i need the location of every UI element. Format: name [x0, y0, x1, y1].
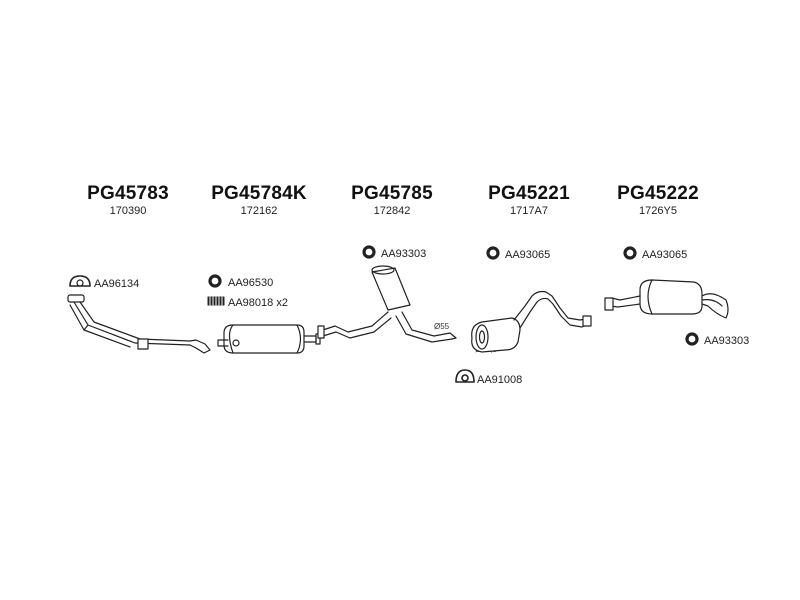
clamp-icon-aa91008	[455, 369, 475, 383]
part-code-1: PG45783	[87, 183, 169, 204]
part-number-1: 170390	[109, 205, 147, 217]
accessory-label-aa91008: AA91008	[477, 374, 523, 386]
ring-icon-aa96530	[208, 274, 222, 288]
accessory-label-aa96530: AA96530	[228, 277, 274, 289]
part-number-3: 172842	[373, 205, 411, 217]
part-code-3: PG45785	[351, 183, 433, 204]
part-number-5: 1726Y5	[639, 205, 677, 217]
accessory-label-aa93303-top: AA93303	[381, 248, 427, 260]
center-silencer-drawing	[217, 324, 321, 354]
part-code-5: PG45222	[617, 183, 699, 204]
part-number-4: 1717A7	[510, 205, 548, 217]
gasket-icon-aa96134	[69, 275, 91, 287]
rear-silencer-end-drawing	[604, 279, 729, 319]
part-code-4: PG45221	[488, 183, 570, 204]
spring-icon-aa98018	[207, 296, 225, 306]
ring-icon-aa93303-right	[685, 332, 699, 346]
accessory-label-aa96134: AA96134	[94, 278, 140, 290]
part-number-2: 172162	[240, 205, 278, 217]
ring-icon-aa93303-top	[362, 245, 376, 259]
part-code-2: PG45784K	[211, 183, 307, 204]
accessory-label-aa93065-right: AA93065	[642, 249, 688, 261]
accessory-label-aa98018: AA98018 x2	[228, 297, 288, 309]
accessory-label-aa93065-mid: AA93065	[505, 249, 551, 261]
ring-icon-aa93065-mid	[486, 246, 500, 260]
accessory-label-aa93303-right: AA93303	[704, 335, 750, 347]
dimension-label-55: Ø55	[434, 322, 450, 331]
ring-icon-aa93065-right	[623, 246, 637, 260]
rear-silencer-mid-drawing	[471, 290, 592, 353]
middle-silencer-drawing	[317, 265, 457, 343]
front-pipe-drawing	[67, 294, 211, 354]
